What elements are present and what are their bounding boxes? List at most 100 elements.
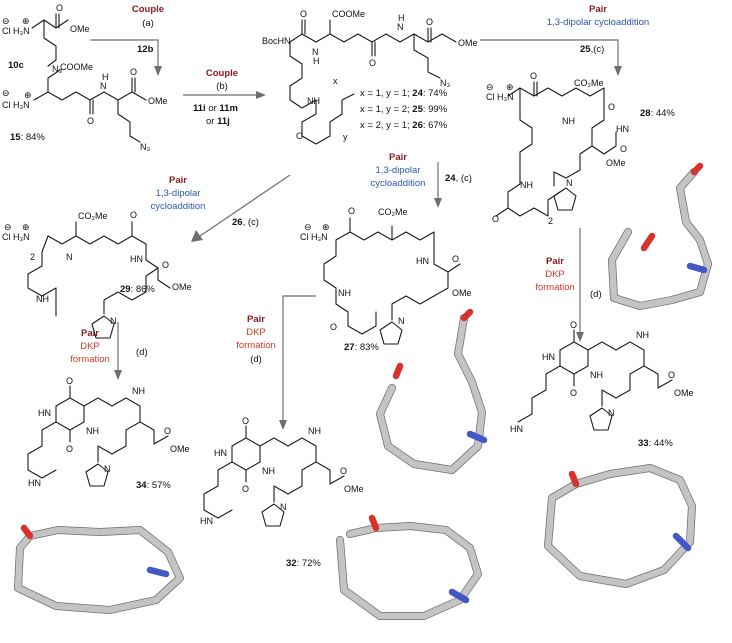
step-reaction-line1: 1,3-dipolar — [156, 188, 201, 199]
compound-label-15: 15: 84% — [10, 132, 45, 143]
structure-10c: ⊖ Cl H₃N ⊕ O OMe N₃ 10c — [2, 3, 90, 74]
atom-cl-h3n: Cl H₃N — [2, 232, 30, 242]
atom-o: O — [452, 254, 459, 264]
step-reaction-line1: DKP — [80, 341, 100, 352]
step-condition: 25,(c) — [580, 44, 604, 55]
atom-h: H — [313, 56, 320, 66]
step-code: (d) — [250, 354, 262, 365]
step-title: Pair — [546, 256, 564, 267]
atom-o: O — [66, 376, 73, 386]
structure-28: CO₂Me Cl H₃N ⊖ ⊕ O NH O HN O OMe NH O 2 … — [486, 71, 675, 226]
step-label-pair-mid: Pair 1,3-dipolar cycloaddition 24, (c) — [371, 152, 472, 189]
atom-ome: OMe — [674, 388, 694, 398]
step-reagent-line1: 11i or 11m — [193, 103, 238, 114]
atom-o: O — [492, 214, 499, 224]
arrow-head — [191, 230, 203, 242]
step-label-couple-b: Couple (b) 11i or 11m or 11j — [193, 68, 238, 127]
step-code: (a) — [142, 18, 154, 29]
compound-label-29: 29: 86% — [120, 284, 155, 295]
step-reaction-line1: DKP — [246, 327, 266, 338]
compound-label-27: 27: 83% — [344, 342, 379, 353]
atom-hn: HN — [200, 516, 213, 526]
step-label-pair-top-right: Pair 1,3-dipolar cycloaddition 25,(c) — [547, 4, 649, 55]
atom-o: O — [87, 116, 94, 126]
step-label-dkp-right: Pair DKP formation (d) — [535, 256, 601, 300]
step-title: Pair — [81, 328, 99, 339]
structure-24-25-26: BocHN O COOMe N H O N H O OMe N₃ x NH O … — [262, 9, 478, 145]
arrow-head — [434, 198, 442, 208]
atom-nh: NH — [562, 116, 575, 126]
atom-n3: N₃ — [440, 78, 450, 88]
atom-o: O — [570, 388, 577, 398]
step-label-dkp-left: Pair DKP formation (d) — [70, 328, 147, 365]
atom-o: O — [426, 17, 433, 27]
atom-o: O — [164, 426, 171, 436]
atom-hn: HN — [542, 352, 555, 362]
atom-cl-h3n: Cl H₃N — [2, 26, 30, 36]
atom-ome: OMe — [148, 96, 168, 106]
atom-nh: NH — [520, 180, 533, 190]
step-reaction-line2: cycloaddition — [151, 201, 206, 212]
atom-co2me: CO₂Me — [78, 211, 108, 221]
atom-minus: ⊖ — [2, 88, 10, 98]
atom-cl-h3n: Cl H₃N — [486, 92, 514, 102]
step-reaction-line2: formation — [535, 282, 575, 293]
atom-o: O — [530, 71, 537, 81]
step-title: Couple — [206, 68, 238, 79]
atom-o: O — [296, 131, 303, 141]
atom-n: N — [100, 81, 107, 91]
atom-o: O — [608, 102, 615, 112]
atom-o: O — [369, 58, 376, 68]
arrow-head — [279, 420, 287, 430]
atom-nh: NH — [36, 294, 49, 304]
atom-minus: ⊖ — [4, 222, 12, 232]
structure-32: HN NH O O NH O OMe HN N 32: 72% — [200, 416, 364, 569]
atom-hn: HN — [38, 408, 51, 418]
atom-plus: ⊕ — [22, 16, 30, 26]
compound-label-32: 32: 72% — [286, 558, 321, 569]
atom-cl-h3n: Cl H₃N — [300, 232, 328, 242]
series-row-24: x = 1, y = 1; 24: 74% — [360, 88, 448, 99]
atom-n3: N₃ — [52, 64, 62, 74]
triazole-rings — [85, 187, 613, 527]
series-row-25: x = 1, y = 2; 25: 99% — [360, 104, 448, 115]
atom-nh: NH — [86, 426, 99, 436]
step-label-dkp-mid: Pair DKP formation (d) — [236, 314, 276, 365]
model-33 — [544, 464, 696, 588]
step-title: Pair — [589, 4, 607, 15]
atom-minus: ⊖ — [2, 16, 10, 26]
atom-nh: NH — [338, 288, 351, 298]
model-28 — [608, 162, 712, 310]
atom-o: O — [340, 466, 347, 476]
compound-label-10c: 10c — [8, 60, 24, 71]
atom-two: 2 — [30, 252, 35, 262]
structure-15: COOMe ⊖ Cl H₃N ⊕ N H O O OMe N₃ 15: 84% — [2, 62, 168, 152]
atom-o: O — [242, 484, 249, 494]
atom-o: O — [242, 416, 249, 426]
atom-nh: NH — [590, 370, 603, 380]
arrow-head — [576, 332, 584, 342]
reaction-arrows — [90, 39, 622, 430]
atom-o: O — [348, 206, 355, 216]
atom-o: O — [66, 444, 73, 454]
step-reaction-line2: cycloaddition — [371, 178, 426, 189]
atom-nh: NH — [307, 96, 320, 106]
arrow-to-29 — [199, 174, 291, 237]
step-reaction: 1,3-dipolar cycloaddition — [547, 17, 649, 28]
structure-29: CO₂Me Cl H₃N ⊖ ⊕ N O HN O OMe 2 NH N 29:… — [2, 210, 192, 326]
atom-n: N — [280, 502, 287, 512]
atom-n: N — [110, 316, 117, 326]
atom-o: O — [130, 67, 137, 77]
atom-co2me: CO₂Me — [574, 78, 604, 88]
step-title: Couple — [132, 4, 164, 15]
series-row-26: x = 2, y = 1; 26: 67% — [360, 120, 448, 131]
atom-plus: ⊕ — [24, 90, 32, 100]
atom-cl-h3n: Cl H₃N — [2, 100, 30, 110]
atom-n: N — [397, 22, 404, 32]
atom-h: H — [398, 13, 405, 23]
atom-ome: OMe — [170, 444, 190, 454]
step-code: (d) — [136, 347, 148, 358]
atom-plus: ⊕ — [506, 82, 514, 92]
arrow-to-28 — [480, 39, 619, 68]
